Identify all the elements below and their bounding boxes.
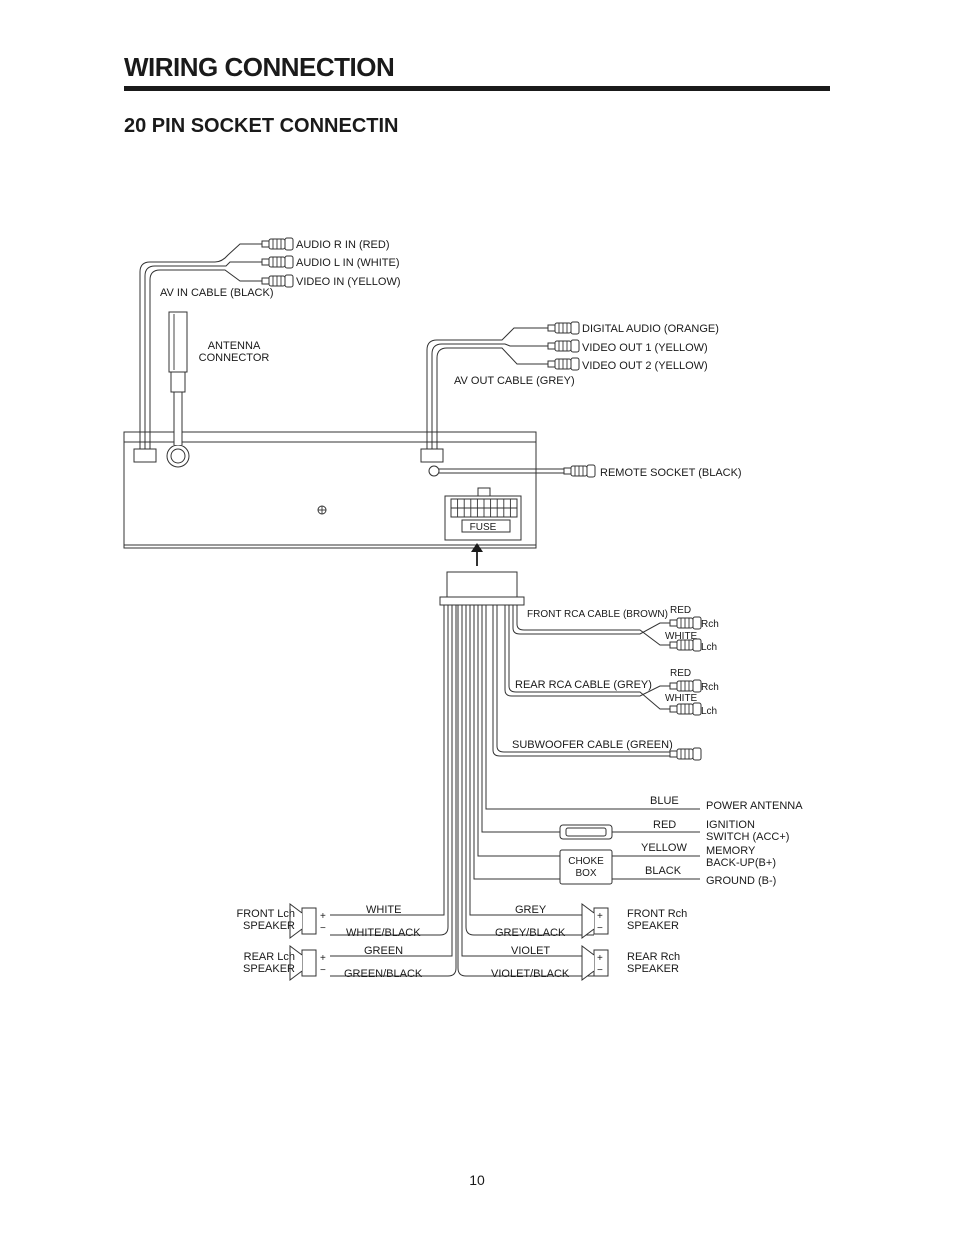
violet-black-wire-label: VIOLET/BLACK (491, 968, 570, 980)
rear-rca-rch-label: Rch (701, 682, 719, 693)
front-right-plus: + (597, 911, 603, 922)
inline-fuse (559, 824, 613, 840)
rear-rch-label-line2: SPEAKER (627, 963, 679, 975)
rear-left-minus: − (320, 965, 326, 976)
green-black-wire-label: GREEN/BLACK (344, 968, 423, 980)
section-title: 20 PIN SOCKET CONNECTIN (124, 115, 399, 137)
right-speaker-wires (457, 605, 594, 977)
violet-wire-label: VIOLET (511, 945, 550, 957)
rear-right-plus: + (597, 953, 603, 964)
choke-box-line2: BOX (575, 868, 596, 879)
audio-r-in-label: AUDIO R IN (RED) (296, 239, 390, 251)
black-wire-label: BLACK (645, 865, 682, 877)
av-in-cable-label: AV IN CABLE (BLACK) (160, 287, 274, 299)
ground-label: GROUND (B-) (706, 875, 776, 887)
rear-rca-white-label: WHITE (665, 693, 698, 704)
title-rule (124, 86, 830, 91)
red-wire-label: RED (653, 819, 676, 831)
front-rca-lch-label: Lch (701, 642, 717, 653)
harness-plug (439, 571, 525, 606)
front-rca-white-label: WHITE (665, 631, 698, 642)
subwoofer-cable-label: SUBWOOFER CABLE (GREEN) (512, 739, 673, 751)
front-left-plus: + (320, 911, 326, 922)
rear-rca-cable (504, 605, 702, 716)
ignition-label-line2: SWITCH (ACC+) (706, 831, 789, 843)
memory-label-line2: BACK-UP(B+) (706, 857, 776, 869)
digital-audio-label: DIGITAL AUDIO (ORANGE) (582, 323, 719, 335)
video-out-1-label: VIDEO OUT 1 (YELLOW) (582, 342, 708, 354)
front-right-minus: − (597, 923, 603, 934)
rear-lch-label-line1: REAR Lch (244, 951, 295, 963)
insert-arrow (471, 543, 483, 566)
ignition-label-line1: IGNITION (706, 819, 755, 831)
av-in-cable (133, 237, 294, 463)
front-rch-label-line1: FRONT Rch (627, 908, 687, 920)
left-speaker-wires (330, 605, 457, 977)
rear-right-minus: − (597, 965, 603, 976)
front-rca-rch-label: Rch (701, 619, 719, 630)
video-out-2-label: VIDEO OUT 2 (YELLOW) (582, 360, 708, 372)
choke-box (559, 849, 613, 885)
front-left-minus: − (320, 923, 326, 934)
rear-rch-label-line1: REAR Rch (627, 951, 680, 963)
grey-wire-label: GREY (515, 904, 547, 916)
remote-socket-cable (428, 464, 596, 478)
blue-wire-label: BLUE (650, 795, 679, 807)
rear-rca-lch-label: Lch (701, 706, 717, 717)
grey-black-wire-label: GREY/BLACK (495, 927, 566, 939)
power-antenna-label: POWER ANTENNA (706, 800, 803, 812)
antenna-label-line2: CONNECTOR (199, 352, 270, 364)
rear-left-plus: + (320, 953, 326, 964)
white-black-wire-label: WHITE/BLACK (346, 927, 421, 939)
front-rca-cable-label: FRONT RCA CABLE (BROWN) (527, 609, 668, 620)
page-number: 10 (469, 1172, 485, 1188)
front-lch-label-line1: FRONT Lch (237, 908, 295, 920)
yellow-wire-label: YELLOW (641, 842, 687, 854)
front-rca-red-label: RED (670, 605, 691, 616)
rear-lch-label-line2: SPEAKER (243, 963, 295, 975)
remote-socket-label: REMOTE SOCKET (BLACK) (600, 467, 742, 479)
choke-box-line1: CHOKE (568, 856, 604, 867)
front-lch-label-line2: SPEAKER (243, 920, 295, 932)
front-rch-label-line2: SPEAKER (627, 920, 679, 932)
rear-right-speaker (581, 945, 609, 981)
power-wires (473, 605, 700, 880)
rear-rca-red-label: RED (670, 668, 691, 679)
av-out-cable (420, 321, 580, 463)
subwoofer-cable (492, 605, 702, 761)
fuse-label: FUSE (470, 522, 497, 533)
green-wire-label: GREEN (364, 945, 403, 957)
antenna-connector (166, 311, 190, 468)
front-right-speaker (581, 903, 609, 939)
front-rca-cable (512, 605, 702, 652)
pin-socket (444, 487, 522, 541)
white-wire-label: WHITE (366, 904, 401, 916)
video-in-label: VIDEO IN (YELLOW) (296, 276, 401, 288)
rear-rca-cable-label: REAR RCA CABLE (GREY) (515, 679, 652, 691)
audio-l-in-label: AUDIO L IN (WHITE) (296, 257, 399, 269)
page-title: WIRING CONNECTION (124, 52, 395, 82)
antenna-label-line1: ANTENNA (208, 340, 261, 352)
memory-label-line1: MEMORY (706, 845, 756, 857)
av-out-cable-label: AV OUT CABLE (GREY) (454, 375, 575, 387)
